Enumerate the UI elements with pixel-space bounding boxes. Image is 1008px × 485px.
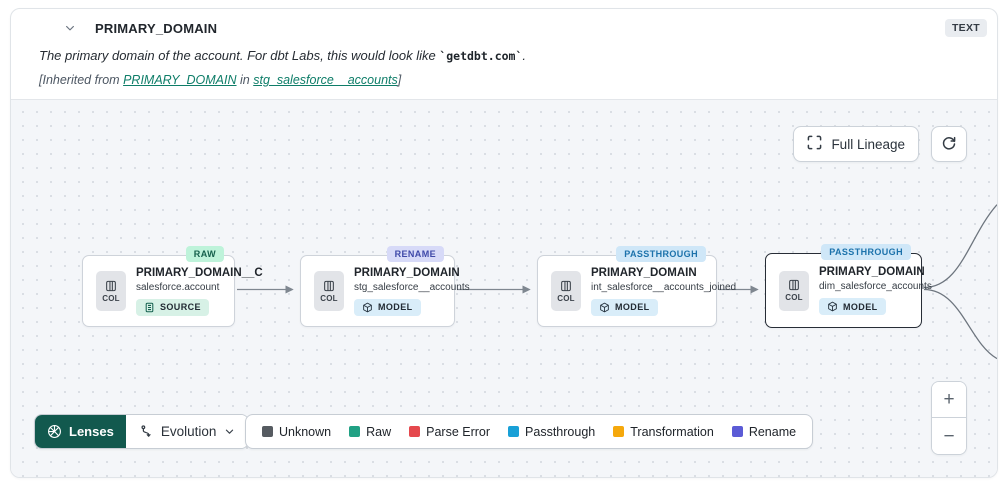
legend-swatch bbox=[409, 426, 421, 437]
column-chip: COL bbox=[314, 271, 344, 311]
inherited-middle: in bbox=[236, 73, 254, 87]
refresh-icon bbox=[941, 135, 957, 154]
cube-icon bbox=[828, 301, 837, 312]
legend-swatch bbox=[508, 426, 520, 437]
legend-label: Unknown bbox=[279, 424, 332, 439]
lenses-button[interactable]: Lenses bbox=[35, 415, 126, 448]
evolution-legend: Unknown Raw Parse Error Passthrough Tran… bbox=[245, 414, 814, 449]
description-text: The primary domain of the account. For d… bbox=[39, 48, 440, 63]
cube-icon bbox=[600, 302, 609, 312]
legend-swatch bbox=[731, 426, 743, 437]
lineage-node-source[interactable]: RAW COL PRIMARY_DOMAIN__C salesforce.acc… bbox=[82, 246, 263, 327]
resource-kind-badge: MODEL bbox=[819, 298, 886, 315]
cube-icon bbox=[363, 302, 372, 312]
legend-label: Rename bbox=[748, 424, 797, 439]
lens-select-dropdown[interactable]: Evolution bbox=[125, 415, 249, 448]
evolution-status-badge: RAW bbox=[185, 246, 224, 262]
node-column-name: PRIMARY_DOMAIN__C bbox=[136, 266, 263, 279]
node-model-name: int_salesforce__accounts_joined bbox=[591, 281, 737, 293]
description-code: `getdbt.com` bbox=[439, 49, 523, 63]
lineage-node-dim-selected[interactable]: PASSTHROUGH COL PRIMARY_DOMAIN dim_sales… bbox=[765, 244, 932, 328]
resource-kind-label: MODEL bbox=[378, 302, 413, 312]
resource-kind-label: MODEL bbox=[615, 302, 650, 312]
inherited-suffix: ] bbox=[397, 73, 402, 87]
column-icon bbox=[324, 280, 334, 291]
node-column-name: PRIMARY_DOMAIN bbox=[354, 266, 460, 279]
legend-item-rename: Rename bbox=[731, 424, 797, 439]
legend-item-passthrough: Passthrough bbox=[508, 425, 595, 439]
column-chip: COL bbox=[96, 271, 126, 311]
inherited-from-line: [Inherited from PRIMARY_DOMAIN in stg_sa… bbox=[39, 73, 987, 87]
evolution-icon bbox=[141, 425, 151, 437]
column-type-badge: TEXT bbox=[944, 19, 987, 37]
column-icon bbox=[106, 280, 116, 291]
legend-label: Raw bbox=[366, 424, 392, 439]
legend-item-unknown: Unknown bbox=[262, 425, 331, 439]
resource-kind-label: MODEL bbox=[843, 301, 878, 312]
evolution-status-badge: PASSTHROUGH bbox=[821, 244, 911, 260]
inherited-column-link[interactable]: PRIMARY_DOMAIN bbox=[123, 73, 237, 87]
zoom-controls: + − bbox=[931, 381, 967, 455]
evolution-status-badge: PASSTHROUGH bbox=[616, 246, 706, 262]
zoom-out-button[interactable]: − bbox=[932, 418, 966, 454]
column-header: PRIMARY_DOMAIN TEXT The primary domain o… bbox=[11, 9, 997, 99]
node-column-name: PRIMARY_DOMAIN bbox=[591, 266, 697, 279]
legend-item-raw: Raw bbox=[349, 425, 391, 439]
column-chip: COL bbox=[551, 271, 581, 311]
resource-kind-badge: SOURCE bbox=[136, 298, 209, 316]
column-lineage-panel: PRIMARY_DOMAIN TEXT The primary domain o… bbox=[10, 8, 998, 478]
node-model-name: dim_salesforce_accounts bbox=[819, 281, 932, 292]
column-description: The primary domain of the account. For d… bbox=[39, 48, 987, 63]
legend-swatch bbox=[349, 426, 361, 437]
col-chip-label: COL bbox=[102, 293, 120, 303]
expand-icon bbox=[807, 135, 822, 153]
node-model-name: stg_salesforce__accounts bbox=[354, 281, 470, 293]
lenses-label: Lenses bbox=[69, 424, 114, 439]
legend-swatch bbox=[262, 426, 273, 437]
lenses-control-group: Lenses Evolution bbox=[34, 414, 250, 449]
column-icon bbox=[561, 280, 571, 291]
col-chip-label: COL bbox=[785, 293, 803, 302]
evolution-status-badge: RENAME bbox=[386, 246, 444, 262]
legend-label: Parse Error bbox=[426, 424, 491, 439]
zoom-in-button[interactable]: + bbox=[932, 382, 966, 418]
legend-label: Transformation bbox=[630, 424, 714, 439]
resource-kind-badge: MODEL bbox=[354, 298, 421, 316]
full-lineage-button[interactable]: Full Lineage bbox=[793, 126, 919, 162]
column-name-title: PRIMARY_DOMAIN bbox=[95, 20, 218, 36]
column-icon bbox=[789, 279, 799, 291]
inherited-model-link[interactable]: stg_salesforce__accounts bbox=[253, 73, 398, 87]
legend-item-parse-error: Parse Error bbox=[409, 425, 490, 439]
legend-swatch bbox=[613, 426, 625, 437]
legend-label: Passthrough bbox=[525, 424, 596, 439]
column-chip: COL bbox=[779, 270, 809, 311]
legend-item-transformation: Transformation bbox=[613, 425, 714, 439]
description-suffix: . bbox=[522, 48, 527, 63]
lens-selected-label: Evolution bbox=[160, 424, 217, 439]
refresh-button[interactable] bbox=[931, 126, 967, 162]
col-chip-label: COL bbox=[557, 293, 575, 303]
lineage-canvas[interactable]: Full Lineage RAW COL PRIMARY_DOMAIN__C s… bbox=[11, 99, 997, 477]
lineage-node-intermediate[interactable]: PASSTHROUGH COL PRIMARY_DOMAIN int_sales… bbox=[537, 246, 736, 327]
chevron-down-icon bbox=[226, 429, 234, 434]
node-column-name: PRIMARY_DOMAIN bbox=[819, 266, 925, 278]
col-chip-label: COL bbox=[320, 293, 338, 303]
node-model-name: salesforce.account bbox=[136, 281, 220, 293]
inherited-prefix: [Inherited from bbox=[39, 73, 124, 87]
resource-kind-badge: MODEL bbox=[591, 298, 658, 316]
source-icon bbox=[145, 302, 154, 312]
full-lineage-label: Full Lineage bbox=[831, 136, 905, 152]
aperture-icon bbox=[48, 425, 61, 438]
resource-kind-label: SOURCE bbox=[160, 302, 201, 312]
lineage-node-staging[interactable]: RENAME COL PRIMARY_DOMAIN stg_salesforce… bbox=[300, 246, 470, 327]
collapse-chevron-icon[interactable] bbox=[61, 19, 79, 37]
